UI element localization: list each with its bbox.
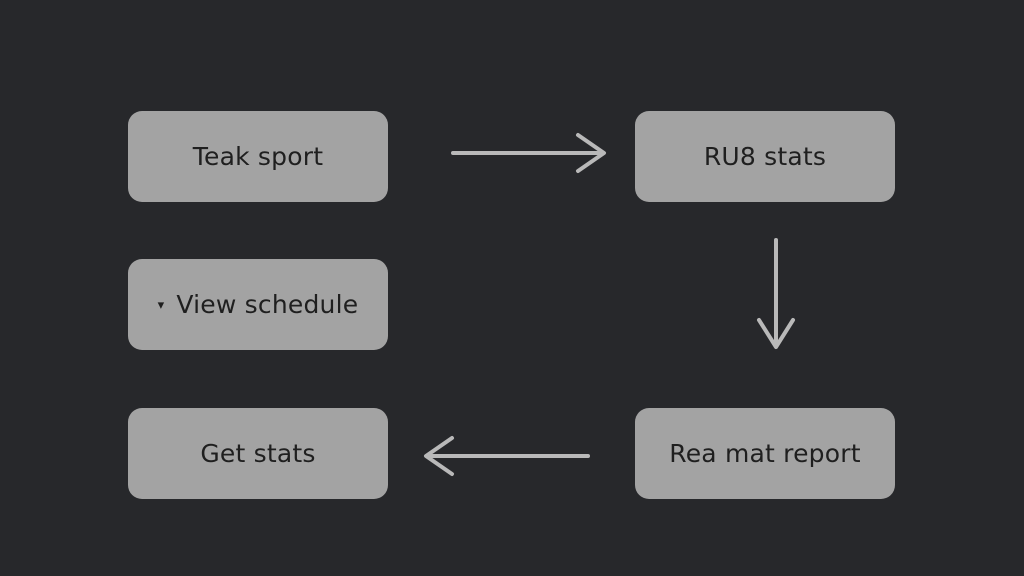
node-get-stats-label: Get stats [200,439,316,468]
node-rub-stats[interactable]: RU8 stats [635,111,895,202]
node-get-stats[interactable]: Get stats [128,408,388,499]
arrow-report-to-get [424,436,590,476]
node-teak-sport[interactable]: Teak sport [128,111,388,202]
node-view-schedule[interactable]: ▾ View schedule [128,259,388,350]
arrow-rub-to-report [757,238,795,349]
chevron-down-icon: ▾ [157,298,165,313]
node-teak-sport-label: Teak sport [192,142,324,171]
node-view-schedule-label: View schedule [176,290,359,319]
node-rea-mat-report[interactable]: Rea mat report [635,408,895,499]
node-rea-mat-report-label: Rea mat report [669,439,861,468]
arrow-teak-to-rub [451,133,606,173]
node-rub-stats-label: RU8 stats [703,142,827,171]
